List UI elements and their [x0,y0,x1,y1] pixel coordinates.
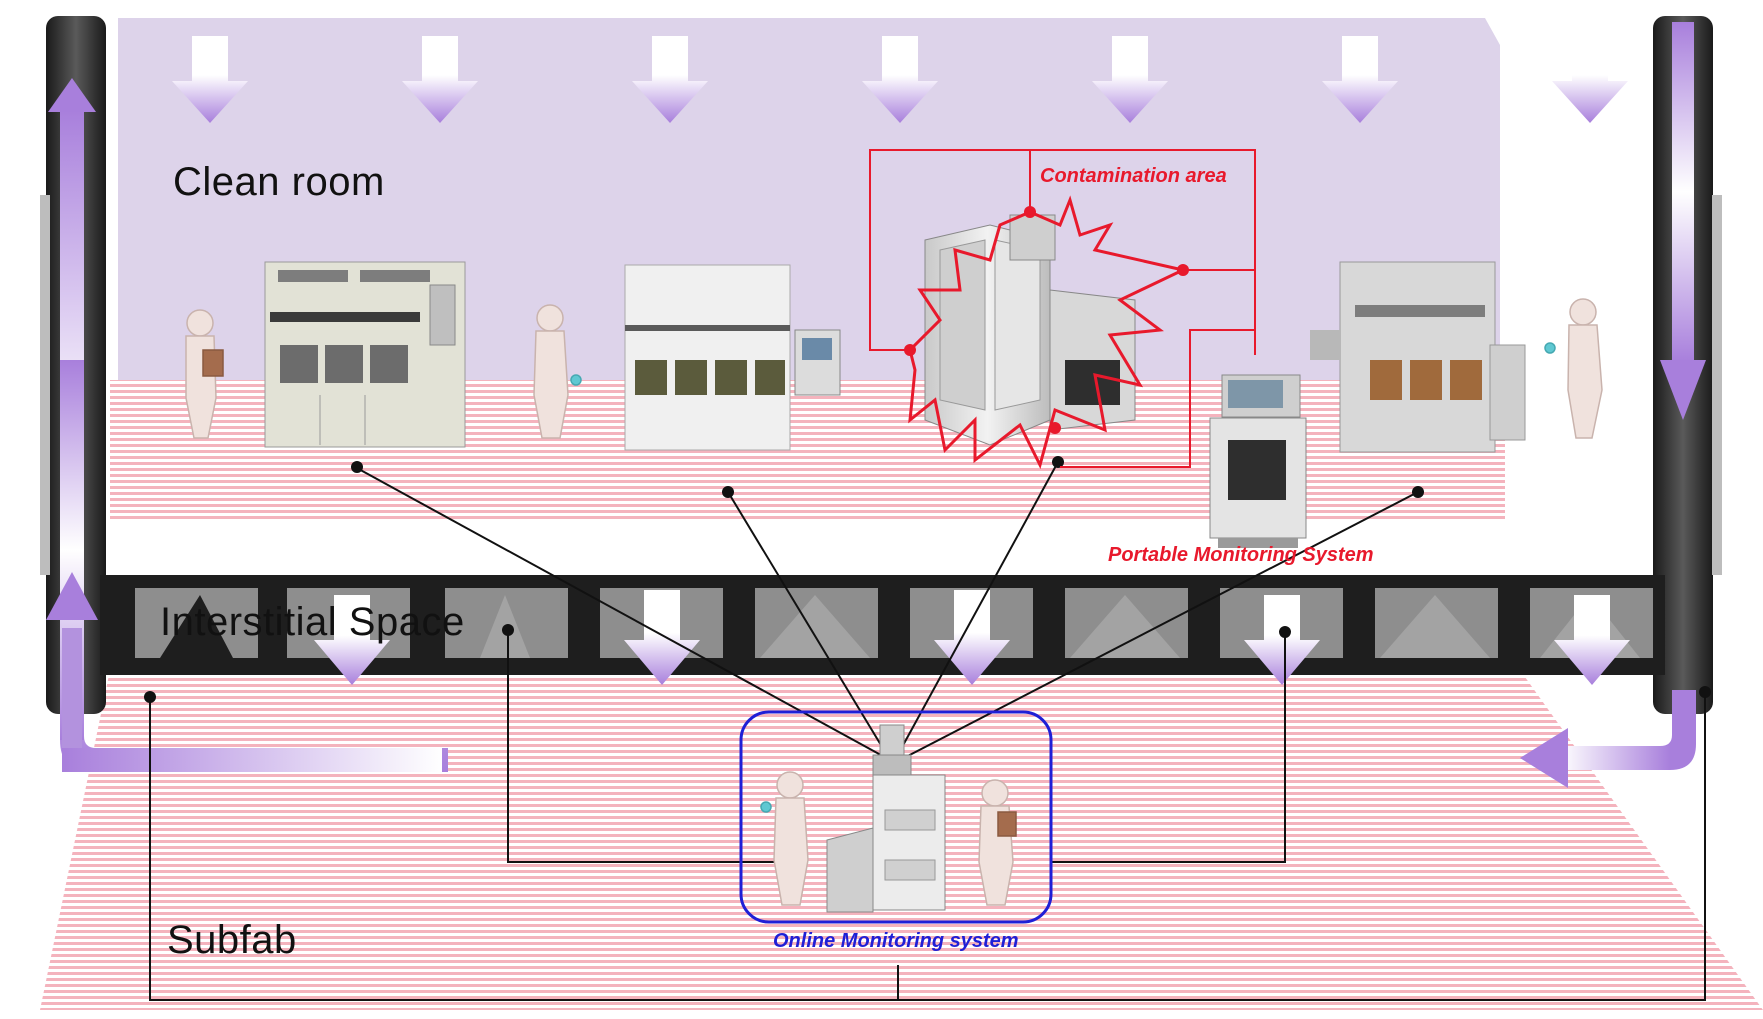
down-arrow-icon [1554,595,1630,685]
contamination-area-label: Contamination area [1040,165,1227,187]
process-tool-icon [924,214,1136,446]
contamination-callout [869,149,1256,470]
down-arrow-icon [1092,36,1168,123]
node-dot-icon [722,486,734,498]
cleanroom-worker-icon [978,779,1017,906]
down-arrow-icon [862,36,938,123]
down-arrow-icon [1244,595,1320,685]
cleanroom-worker-icon [185,309,224,439]
online-monitor-frame [739,710,1053,924]
down-arrow-icon [632,36,708,123]
process-tool-icon [624,264,841,451]
down-arrow-icon [1660,360,1706,420]
down-arrow-icon [402,36,478,123]
node-dot-icon [1052,456,1064,468]
portable-monitor-icon [1209,374,1307,548]
subfab-label: Subfab [167,918,297,962]
up-arrow-icon [46,572,98,620]
interstitial-label: Interstitial Space [160,600,465,644]
down-arrow-icon [624,590,700,685]
process-tool-icon [1310,261,1526,453]
cleanroom-worker-icon [760,771,809,906]
node-dot-icon [144,691,156,703]
connection-nodes [144,456,1711,703]
interstitial-airflow-arrows [314,590,1630,685]
top-airflow-arrows [172,36,1628,123]
right-wall-edge [1712,195,1722,575]
down-arrow-icon [314,595,390,685]
worker-group [185,298,1603,906]
down-arrow-icon [1322,36,1398,123]
cleanroom-worker-icon [533,304,582,439]
contamination-burst-icon [908,195,1188,470]
process-tool-icon [264,261,466,448]
return-air-left [46,78,448,772]
node-dot-icon [1412,486,1424,498]
return-air-right [1520,22,1706,788]
down-arrow-icon [172,36,248,123]
left-arrow-icon [1520,728,1568,788]
up-arrow-icon [48,78,96,112]
connection-lines [149,461,1706,1001]
left-wall-edge [40,195,50,575]
cleanroom-worker-icon [1544,298,1603,439]
down-arrow-icon [934,590,1010,685]
node-dot-icon [351,461,363,473]
online-monitor-unit-icon [826,724,946,913]
down-arrow-icon [1552,36,1628,123]
clean-room-label: Clean room [173,160,385,204]
portable-monitor-label: Portable Monitoring System [1108,544,1374,566]
node-dot-icon [1279,626,1291,638]
online-monitor-label: Online Monitoring system [773,930,1019,952]
node-dot-icon [502,624,514,636]
node-dot-icon [1699,686,1711,698]
